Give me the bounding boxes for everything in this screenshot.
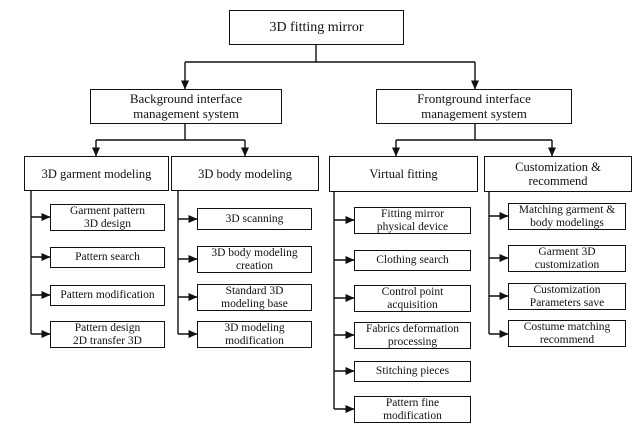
virtual-item-pattern-fine-modification: Pattern fine modification	[354, 396, 471, 423]
virtual-fitting-node: Virtual fitting	[329, 156, 478, 192]
garment-item-pattern-modification: Pattern modification	[50, 285, 165, 306]
virtual-item-control-point: Control point acquisition	[354, 285, 471, 312]
body-item-modeling-creation: 3D body modeling creation	[197, 246, 312, 273]
garment-item-pattern-search: Pattern search	[50, 247, 165, 268]
virtual-item-mirror-device: Fitting mirror physical device	[354, 207, 471, 234]
virtual-item-fabrics-deformation: Fabrics deformation processing	[354, 322, 471, 349]
garment-item-pattern-3d-design: Garment pattern 3D design	[50, 204, 165, 231]
body-item-3d-scanning: 3D scanning	[197, 208, 312, 230]
custom-item-matching-garment-body: Matching garment & body modelings	[508, 203, 626, 230]
garment-modeling-node: 3D garment modeling	[24, 156, 169, 191]
virtual-item-clothing-search: Clothing search	[354, 250, 471, 271]
body-item-modeling-modification: 3D modeling modification	[197, 321, 312, 348]
body-modeling-node: 3D body modeling	[171, 156, 319, 191]
root-node: 3D fitting mirror	[229, 10, 404, 45]
frontground-system-node: Frontground interface management system	[376, 89, 572, 124]
background-system-node: Background interface management system	[90, 89, 282, 124]
custom-item-parameters-save: Customization Parameters save	[508, 283, 626, 310]
garment-item-pattern-2d-to-3d: Pattern design 2D transfer 3D	[50, 321, 165, 348]
custom-item-garment-3d-customization: Garment 3D customization	[508, 245, 626, 272]
virtual-item-stitching-pieces: Stitching pieces	[354, 361, 471, 382]
custom-item-costume-matching: Costume matching recommend	[508, 320, 626, 347]
customization-node: Customization & recommend	[484, 156, 632, 192]
body-item-standard-modeling-base: Standard 3D modeling base	[197, 284, 312, 311]
